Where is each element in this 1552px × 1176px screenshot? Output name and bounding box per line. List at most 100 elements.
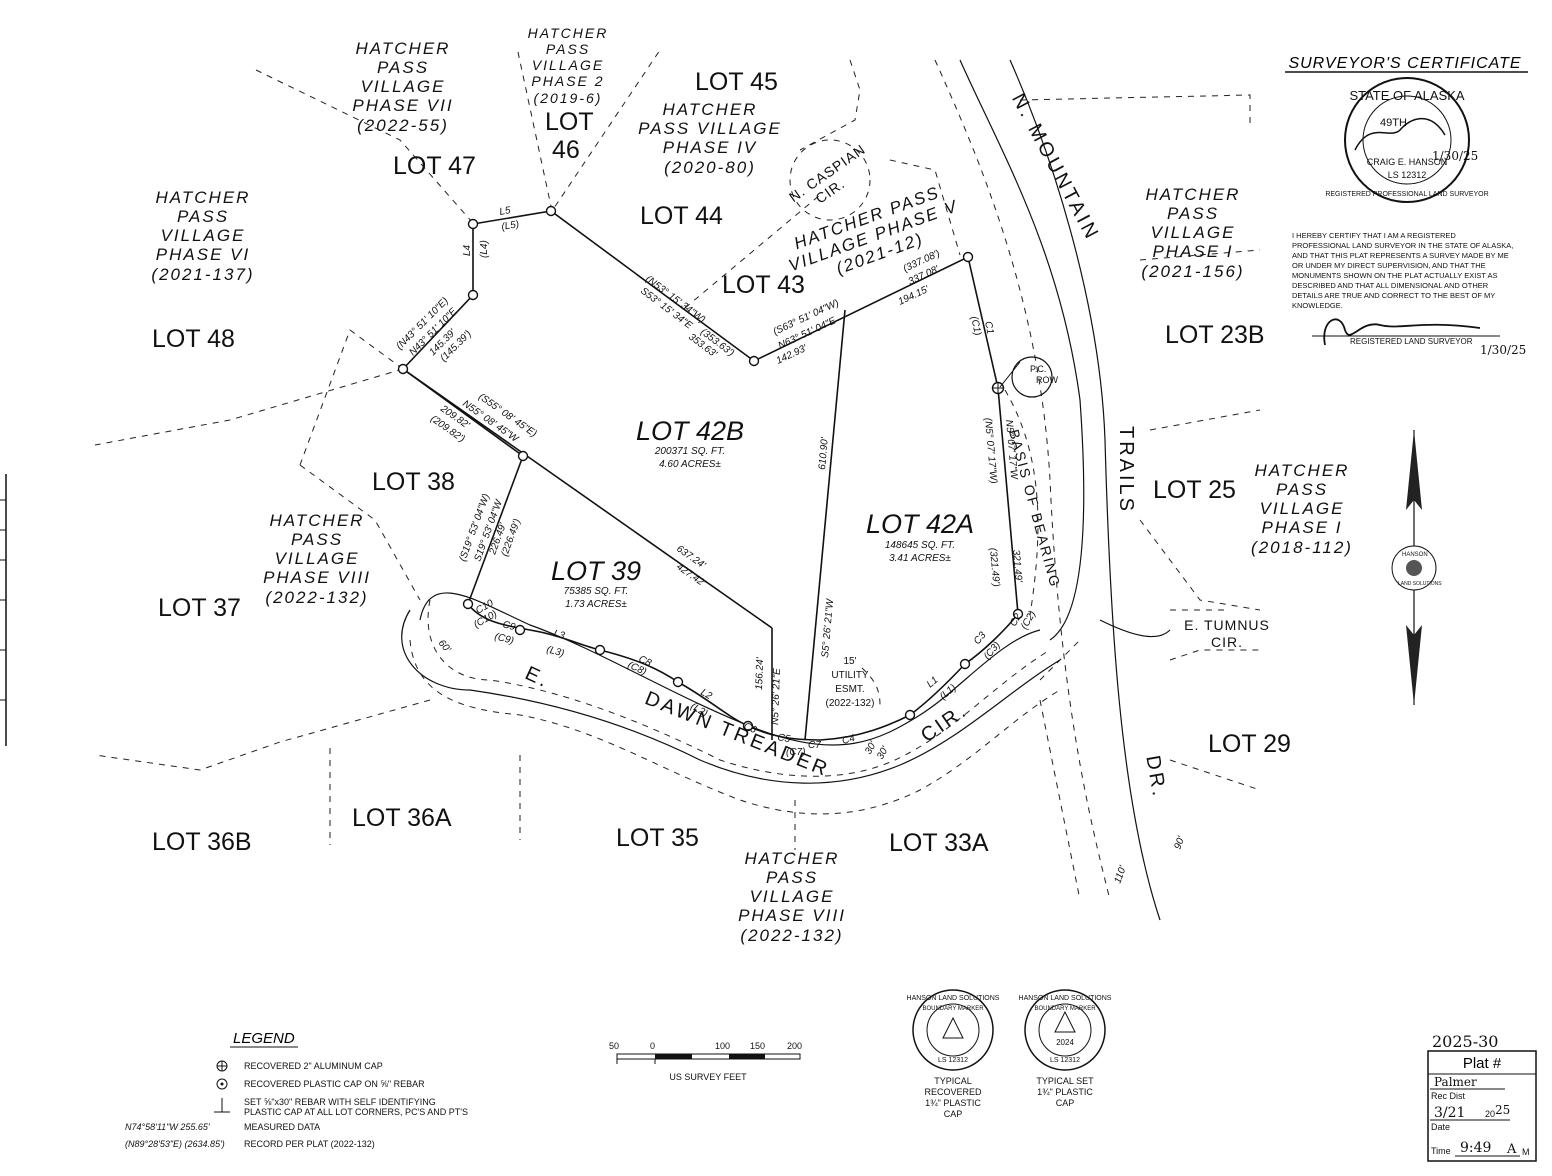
svg-text:110': 110' <box>1112 863 1129 885</box>
lot-35-label: LOT 35 <box>616 824 699 852</box>
svg-text:PHASE VIII: PHASE VIII <box>263 568 371 587</box>
legend: LEGEND RECOVERED 2" ALUMINUM CAP RECOVER… <box>125 1030 468 1149</box>
svg-text:TYPICAL: TYPICAL <box>934 1076 972 1086</box>
recording-number: 2025-30 <box>1432 1032 1498 1051</box>
mountain-label: N. MOUNTAIN <box>1007 90 1103 245</box>
lot-36b-label: LOT 36B <box>152 828 252 856</box>
svg-text:PASS VILLAGE: PASS VILLAGE <box>638 119 782 138</box>
year-prefix: 20 <box>1485 1109 1495 1119</box>
svg-text:(321.49'): (321.49') <box>987 547 1001 587</box>
legend-item-4: PLASTIC CAP AT ALL LOT CORNERS, PC'S AND… <box>244 1107 468 1117</box>
row-label: ROW <box>1036 375 1059 385</box>
lot-44-label: LOT 44 <box>640 202 723 230</box>
date-label: Date <box>1431 1122 1450 1132</box>
svg-text:(N5° 07' 17"W): (N5° 07' 17"W) <box>982 417 999 484</box>
legend-item-3: SET ⅝"x30" REBAR WITH SELF IDENTIFYING <box>244 1097 436 1107</box>
plat-label: Plat # <box>1463 1055 1502 1072</box>
svg-text:HATCHER: HATCHER <box>1146 185 1241 204</box>
svg-text:C1: C1 <box>982 320 995 335</box>
svg-text:BOUNDARY MARKER: BOUNDARY MARKER <box>922 1006 984 1012</box>
svg-text:N5° 26' 21"E: N5° 26' 21"E <box>770 668 783 725</box>
lot-47-label: LOT 47 <box>393 152 476 180</box>
lot-42a-label: LOT 42A <box>866 509 974 539</box>
svg-text:LS 12312: LS 12312 <box>1050 1057 1080 1064</box>
svg-text:PHASE VIII: PHASE VIII <box>738 906 846 925</box>
certificate-body: I HEREBY CERTIFY THAT I AM A REGISTERED … <box>1292 231 1513 310</box>
dawn-cir-label: CIR. <box>917 699 972 747</box>
svg-text:(L5): (L5) <box>501 219 520 233</box>
dr-label: DR. <box>1141 754 1170 801</box>
svg-text:15': 15' <box>843 656 856 667</box>
recording-block: 2025-30 Plat # Palmer Rec Dist 3/21 20 2… <box>1427 1032 1537 1162</box>
lot-46-label-a: LOT <box>545 108 594 136</box>
lot-36a-label: LOT 36A <box>352 804 452 832</box>
svg-text:PASS: PASS <box>291 530 343 549</box>
svg-text:LS 12312: LS 12312 <box>1388 170 1427 180</box>
svg-text:(2022-132): (2022-132) <box>826 698 875 709</box>
svg-text:90': 90' <box>1172 834 1187 851</box>
north-logo-ring: HANSON <box>1402 552 1428 558</box>
svg-text:PASS: PASS <box>546 41 590 57</box>
svg-text:HANSON LAND SOLUTIONS: HANSON LAND SOLUTIONS <box>1019 995 1112 1002</box>
lot-labels: LOT 45 LOT 46 LOT 47 LOT 44 LOT 43 LOT 4… <box>152 68 1291 857</box>
lot-42b-acres: 4.60 ACRES± <box>659 459 721 470</box>
lot-25-label: LOT 25 <box>1153 476 1236 504</box>
legend-title: LEGEND <box>233 1030 295 1047</box>
svg-text:L3: L3 <box>552 628 566 642</box>
svg-text:(2022-132): (2022-132) <box>265 588 368 607</box>
svg-text:(C7): (C7) <box>786 747 805 758</box>
svg-text:HATCHER: HATCHER <box>1255 461 1350 480</box>
adjacent-lot-lines <box>94 49 1261 901</box>
svg-text:MONUMENTS SHOWN ON THE PLAT AC: MONUMENTS SHOWN ON THE PLAT ACTUALLY EXI… <box>1292 271 1497 280</box>
lot-38-label: LOT 38 <box>372 468 455 496</box>
scale-bar: 50 0 100 150 200 US SURVEY FEET <box>609 1041 802 1082</box>
svg-text:C3: C3 <box>972 630 989 647</box>
dawn-treader-label: DAWN TREADER <box>642 687 833 781</box>
svg-text:STATE OF ALASKA: STATE OF ALASKA <box>1349 88 1464 103</box>
svg-text:HATCHER: HATCHER <box>745 849 840 868</box>
date-value: 3/21 <box>1434 1105 1465 1121</box>
lot-45-label: LOT 45 <box>695 68 778 96</box>
svg-text:PHASE IV: PHASE IV <box>663 138 757 157</box>
road-right-of-way <box>401 59 1171 921</box>
signature-date: 1/30/25 <box>1480 343 1526 357</box>
svg-text:(2020-80): (2020-80) <box>664 158 756 177</box>
svg-text:HATCHER: HATCHER <box>528 25 609 41</box>
lot-43-label: LOT 43 <box>722 271 805 299</box>
svg-text:0: 0 <box>650 1041 655 1051</box>
trails-label: TRAILS <box>1115 426 1137 514</box>
svg-text:REGISTERED PROFESSIONAL LAND S: REGISTERED PROFESSIONAL LAND SURVEYOR <box>1325 191 1488 198</box>
lot-46-label-b: 46 <box>552 136 580 164</box>
time-value: 9:49 <box>1460 1140 1491 1156</box>
svg-text:L2: L2 <box>699 687 715 702</box>
lot-42a-sqft: 148645 SQ. FT. <box>885 540 955 551</box>
svg-text:(2019-6): (2019-6) <box>534 90 603 106</box>
lot-39-acres: 1.73 ACRES± <box>565 599 627 610</box>
svg-text:PHASE I: PHASE I <box>1261 518 1342 537</box>
svg-text:(2022-132): (2022-132) <box>740 926 843 945</box>
tumnus-label-1: E. TUMNUS <box>1184 617 1270 633</box>
svg-text:RECOVERED: RECOVERED <box>924 1087 982 1097</box>
svg-text:VILLAGE: VILLAGE <box>161 226 246 245</box>
svg-text:LS 12312: LS 12312 <box>938 1057 968 1064</box>
dawn-e-label: E. <box>522 662 554 692</box>
svg-text:C5: C5 <box>776 732 791 745</box>
measured-sample: N74°58'11"W 255.65' <box>125 1122 210 1132</box>
svg-text:VILLAGE: VILLAGE <box>275 549 360 568</box>
tumnus-label-2: CIR. <box>1211 634 1243 650</box>
legend-item-2: RECOVERED PLASTIC CAP ON ⅝" REBAR <box>244 1079 425 1089</box>
svg-text:PHASE VII: PHASE VII <box>352 96 453 115</box>
svg-text:VILLAGE: VILLAGE <box>1260 499 1345 518</box>
svg-text:AND THAT THIS PLAT REPRESENTS: AND THAT THIS PLAT REPRESENTS A SURVEY M… <box>1292 251 1509 260</box>
parcel-labels: LOT 42B 200371 SQ. FT. 4.60 ACRES± LOT 4… <box>551 416 974 610</box>
svg-text:(C9): (C9) <box>493 631 515 647</box>
svg-text:50: 50 <box>609 1041 619 1051</box>
lot-42a-acres: 3.41 ACRES± <box>889 553 951 564</box>
surveyors-certificate: SURVEYOR'S CERTIFICATE STATE OF ALASKA 4… <box>1285 55 1528 357</box>
rec-dist-label: Rec Dist <box>1431 1091 1466 1101</box>
svg-text:321.49': 321.49' <box>1010 549 1024 583</box>
